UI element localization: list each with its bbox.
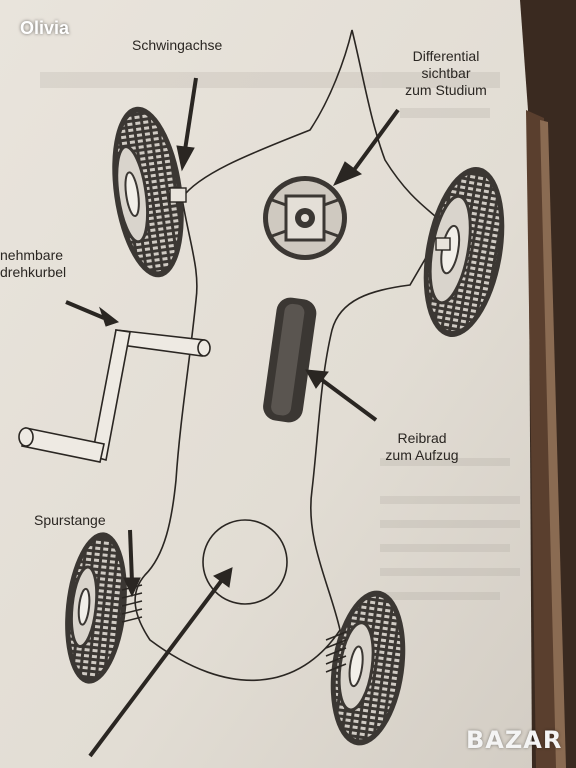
label-reibrad: Reibrad zum Aufzug [360,430,484,464]
differential [263,176,347,260]
label-kurbel: nehmbare drehkurbel [0,247,66,281]
wheel-rear-right [330,590,406,746]
label-reibrad-line-1: Reibrad [397,430,447,446]
label-differential-line-1: Differential [412,48,480,64]
arrow-spurstange [123,529,141,598]
chassis-outline [134,29,447,682]
label-reibrad-line-2: zum Aufzug [385,447,459,463]
crank-handle [18,329,211,463]
faint-background-print [40,72,520,600]
friction-wheel [263,297,317,423]
arrow-schwingachse [176,77,198,172]
label-spurstange: Spurstange [34,512,106,528]
front-right-axle-stub [435,237,451,251]
arrow-reibrad [305,369,378,422]
arrow-differential [332,108,400,186]
label-differential-line-2: sichtbar [421,65,471,81]
front-left-axle-stub [169,187,187,203]
label-schwingachse: Schwingachse [132,37,223,53]
label-differential: Differential sichtbar zum Studium [388,48,504,99]
arrow-kurbel [65,300,120,327]
book-edge [526,110,560,768]
arrows [65,77,400,758]
wheel-rear-left [65,532,127,684]
label-differential-line-3: zum Studium [405,82,487,98]
arrow-circle [88,567,233,758]
rear-right-spring [325,631,347,673]
watermark-username: Olivia [20,18,70,38]
label-kurbel-line-2: drehkurbel [0,264,67,280]
watermark-brand-logo: BAZAR [466,726,563,754]
wheel-front-left [112,106,184,278]
book-edge-highlight [540,120,566,768]
bottom-circle [202,519,288,605]
label-kurbel-line-1: nehmbare [0,247,64,263]
